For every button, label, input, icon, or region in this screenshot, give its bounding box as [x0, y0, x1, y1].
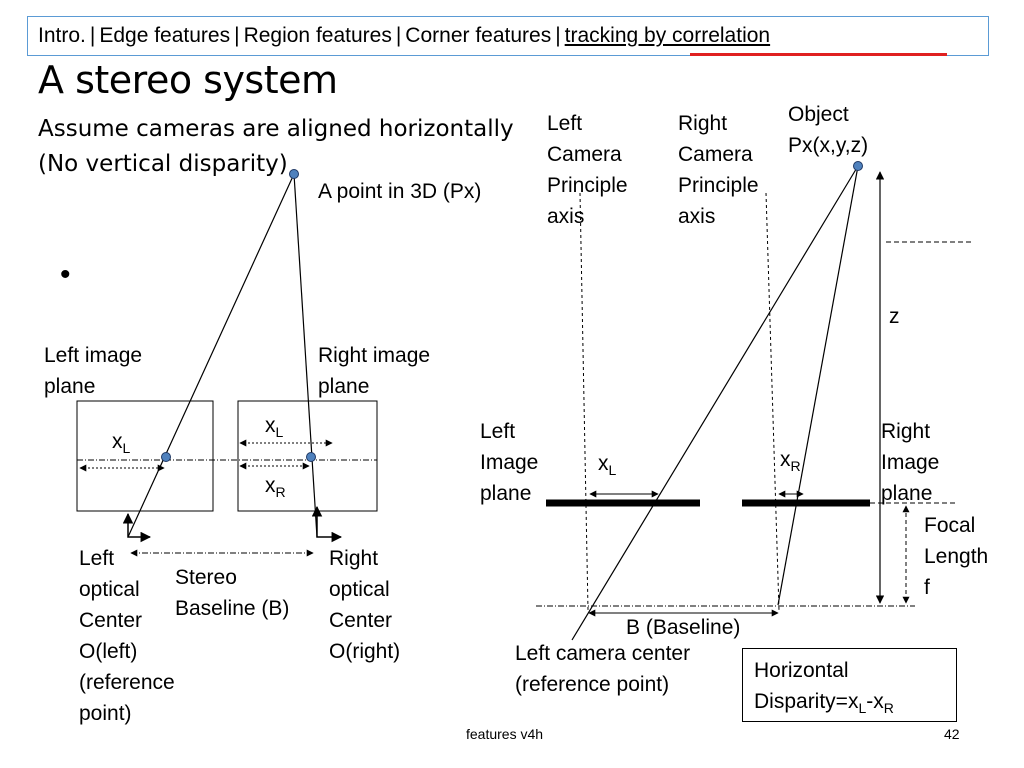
- right-object-ray: [777, 165, 859, 606]
- z-label: z: [889, 305, 900, 328]
- footer-text: features v4h: [466, 726, 544, 742]
- left-image-plane-label: Left image plane: [44, 344, 143, 398]
- stereo-baseline-label: Stereo Baseline (B): [175, 566, 290, 620]
- left-camera-center-label: Left camera center (reference point): [515, 642, 691, 696]
- left-camera-axes: [122, 512, 152, 543]
- right-image-plane: [237, 400, 378, 512]
- xl-left-label: xL: [112, 430, 131, 456]
- nav-separator: |: [89, 24, 96, 47]
- right-principal-axis: [765, 192, 780, 611]
- xl-label-right: xL: [598, 452, 617, 478]
- point-3d-px: [289, 169, 299, 179]
- point-3d-label: A point in 3D (Px): [318, 180, 482, 203]
- nav-item-tracking-by-correlation[interactable]: tracking by correlation: [564, 24, 771, 47]
- slide-subtitle: Assume cameras are aligned horizontally …: [38, 116, 514, 177]
- nav-separator: |: [395, 24, 402, 47]
- left-image-plane: [76, 400, 214, 512]
- disparity-formula: Disparity=xL-xR: [754, 690, 894, 716]
- xr-label-right: xR: [780, 448, 801, 474]
- slide-title: A stereo system: [38, 58, 338, 102]
- nav-item-edge-features[interactable]: Edge features: [99, 24, 231, 47]
- right-projection-ray: [293, 173, 318, 538]
- nav-item-corner-features[interactable]: Corner features: [405, 24, 552, 47]
- bullet-point: •: [60, 258, 71, 291]
- left-principal-axis: [579, 192, 589, 611]
- nav-separator: |: [555, 24, 561, 47]
- right-optical-center-label: Right optical Center O(right): [329, 547, 401, 663]
- active-nav-underline: [690, 53, 947, 56]
- right-image-point: [306, 452, 316, 462]
- right-image-plane-label-right: Right Image plane: [881, 420, 940, 505]
- baseline-label: B (Baseline): [626, 616, 741, 639]
- disparity-heading: Horizontal: [754, 659, 849, 682]
- left-projection-ray: [127, 173, 295, 538]
- left-image-point: [161, 452, 171, 462]
- nav-separator: |: [234, 24, 240, 47]
- page-number: 42: [944, 726, 960, 742]
- left-optical-center-label: Left optical Center O(left) (reference p…: [79, 547, 175, 725]
- right-camera-axes: [311, 505, 343, 543]
- object-point-px: [853, 161, 863, 171]
- left-principal-axis-label: Left Camera Principle axis: [547, 112, 628, 228]
- right-image-plane-label: Right image plane: [318, 344, 431, 398]
- nav-item-region-features[interactable]: Region features: [243, 24, 392, 47]
- xl-right-label: xL: [265, 414, 284, 440]
- xr-right-label: xR: [265, 474, 286, 500]
- left-image-plane-label-right: Left Image plane: [480, 420, 539, 505]
- nav-bar: Intro.|Edge features|Region features|Cor…: [27, 16, 989, 56]
- focal-length-label: Focal Length f: [924, 514, 989, 599]
- nav-item-intro[interactable]: Intro.: [38, 24, 86, 47]
- object-label: Object Px(x,y,z): [788, 103, 869, 157]
- horizontal-disparity-box: Horizontal Disparity=xL-xR: [742, 648, 957, 722]
- left-object-ray: [571, 165, 859, 641]
- right-principal-axis-label: Right Camera Principle axis: [678, 112, 759, 228]
